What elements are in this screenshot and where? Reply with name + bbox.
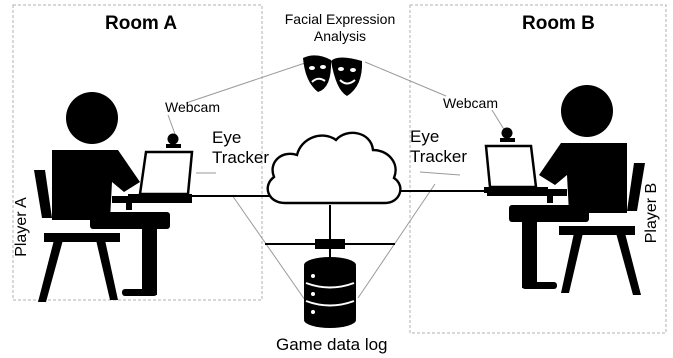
- room-b-box: [409, 4, 667, 334]
- player-a-label: Player A: [12, 197, 30, 257]
- webcam-b-label: Webcam: [443, 95, 498, 111]
- eye-tracker-b-label: Eye Tracker: [410, 127, 467, 167]
- database-links: [231, 183, 436, 301]
- database-label: Game data log: [276, 335, 388, 354]
- room-b-title: Room B: [522, 13, 595, 34]
- laptop-b: [484, 144, 548, 193]
- database-icon: [304, 257, 356, 328]
- network-hub: [315, 239, 345, 249]
- laptop-a: [128, 150, 194, 200]
- cloud-icon: [266, 131, 402, 205]
- player-b-label: Player B: [643, 182, 661, 244]
- webcam-links: [167, 61, 506, 176]
- room-a-box: [12, 4, 263, 301]
- theater-masks-icon: [303, 55, 363, 96]
- webcam-a-label: Webcam: [165, 99, 220, 115]
- facial-expression-label: Facial Expression Analysis: [284, 11, 396, 44]
- eye-tracker-a-label: Eye Tracker: [212, 128, 269, 168]
- webcam-icon: [166, 133, 181, 148]
- webcam-icon: [500, 127, 515, 142]
- room-a-title: Room A: [105, 13, 178, 34]
